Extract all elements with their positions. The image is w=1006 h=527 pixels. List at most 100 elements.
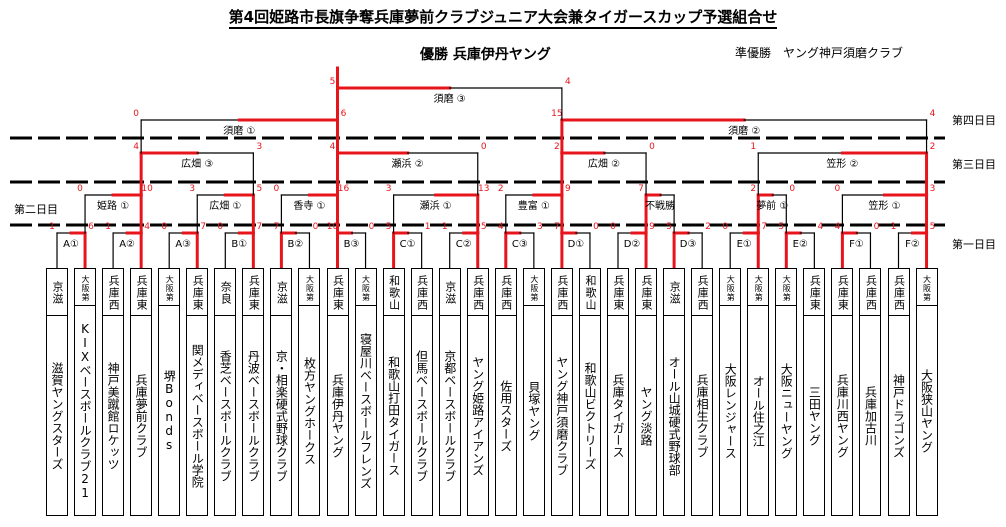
team-name: ヤング神戸須磨クラブ	[554, 356, 569, 476]
team-prefecture: 京滋	[47, 271, 67, 316]
team-entry: 和歌山和歌山ビクトリーズ	[578, 268, 601, 516]
day3-venue-label: 広畑 ③	[181, 157, 213, 170]
team-name: KIXベースボールクラブ21	[78, 322, 93, 500]
day2-game-score-b: 16	[338, 184, 350, 194]
team-name: 関メディベースボール学院	[190, 344, 205, 488]
day3-venue-label: 笠形 ②	[826, 157, 858, 170]
day4-game-score-b: 4	[930, 109, 936, 119]
team-entry: 兵庫東ヤング淡路	[635, 268, 658, 516]
day2-game-score-a: 0	[274, 184, 280, 194]
team-entry: 兵庫西佐用スターズ	[494, 268, 517, 516]
day1-game-label: D③	[680, 239, 697, 250]
final-game-score-a: 5	[330, 77, 336, 87]
day1-game-label: A①	[63, 239, 79, 250]
team-entry: 大阪第一大阪ニューヤング	[775, 268, 798, 516]
team-entry: 兵庫東兵庫タイガース	[607, 268, 629, 516]
day1-game-label: F②	[905, 239, 920, 250]
team-entry: 京滋滋賀ヤングスターズ	[46, 268, 68, 516]
team-name: 大阪レンジャース	[723, 363, 738, 459]
team-entry: 兵庫西ヤング神戸須磨クラブ	[550, 268, 573, 516]
team-entry: 兵庫西ヤング姫路アイアンズ	[466, 268, 489, 516]
team-entry: 大阪第一貝塚ヤング	[522, 268, 545, 516]
team-entry: 和歌山和歌山打田タイガース	[382, 268, 405, 516]
day1-game-score-b: 7	[256, 222, 262, 232]
team-prefecture: 兵庫西	[495, 271, 516, 316]
day2-venue-label: 不戦勝	[645, 199, 675, 212]
team-entry: 京滋京・相楽硬式野球クラブ	[270, 268, 293, 516]
team-entry: 大阪第二大阪レンジャース	[719, 268, 742, 516]
day1-game-score-b: 7	[761, 222, 767, 232]
day1-game-score-a: 0	[217, 222, 223, 232]
team-name: 和歌山打田タイガース	[386, 356, 401, 476]
final-venue-label: 須磨 ③	[434, 93, 466, 105]
team-prefecture: 兵庫西	[860, 271, 881, 316]
day2-game-score-a: 2	[750, 184, 756, 194]
team-entry: 大阪第二堺Bonds	[158, 268, 181, 516]
day1-game-score-b: 4	[817, 222, 823, 232]
day1-game-score-a: 1	[891, 222, 897, 232]
team-entry: 京滋京都ベースボールクラブ	[438, 268, 461, 516]
day1-game-score-b: 0	[874, 222, 880, 232]
page-title: 第4回姫路市長旗争奪兵庫夢前クラブジュニア大会兼タイガースカップ予選組合せ	[0, 6, 1006, 29]
team-name: 和歌山ビクトリーズ	[582, 362, 597, 470]
team-prefecture: 兵庫西	[467, 271, 488, 316]
day2-game-score-b: 13	[478, 184, 489, 194]
team-prefecture: 大阪第一	[75, 271, 96, 306]
day4-game-score-a: 15	[551, 109, 562, 119]
team-name: 三田ヤング	[807, 386, 822, 446]
day2-game-score-b: 5	[256, 184, 262, 194]
team-name: 兵庫相生クラブ	[695, 374, 710, 458]
day1-game-label: C③	[512, 239, 528, 250]
team-name: 大阪ニューヤング	[779, 363, 794, 459]
day1-game-score-a: 0	[161, 222, 167, 232]
day1-game-label: B②	[288, 239, 304, 250]
team-name: 兵庫夢前クラブ	[134, 374, 149, 458]
team-name: 丹波ベースボールクラブ	[246, 350, 261, 482]
day2-venue-label: 豊富 ①	[518, 199, 550, 212]
day1-game-score-b: 4	[144, 222, 150, 232]
day1-game-score-a: 0	[722, 222, 728, 232]
day2-game-score-b: 3	[930, 184, 936, 194]
day1-game-score-b: 5	[481, 222, 487, 232]
day1-game-score-b: 0	[369, 222, 375, 232]
day1-game-score-a: 5	[666, 222, 672, 232]
team-prefecture: 大阪第二	[748, 271, 769, 306]
team-name: 兵庫タイガース	[611, 374, 625, 458]
team-entry: 奈良香芝ベースボールクラブ	[214, 268, 237, 516]
team-name: 兵庫伊丹ヤング	[330, 374, 345, 458]
team-prefecture: 兵庫東	[327, 271, 348, 316]
day2-game-score-b: 0	[789, 184, 795, 194]
team-name: 兵庫川西ヤング	[835, 374, 850, 458]
day1-game-label: B①	[231, 239, 247, 250]
team-entry: 大阪第一大阪狭山ヤング	[915, 268, 938, 516]
team-name: 但馬ベースボールクラブ	[414, 350, 429, 482]
day3-game-score-a: 4	[133, 142, 139, 152]
day1-game-score-b: 2	[705, 222, 711, 232]
day1-game-score-a: 0	[610, 222, 616, 232]
day3-game-score-a: 1	[750, 142, 756, 152]
day2-venue-label: 笠形 ①	[868, 199, 900, 212]
team-name: 京・相楽硬式野球クラブ	[274, 350, 289, 482]
team-entry: 兵庫東関メディベースボール学院	[186, 268, 209, 516]
team-prefecture: 大阪第一	[523, 271, 544, 306]
team-name: オール山城硬式野球部	[667, 356, 682, 476]
day3-game-score-a: 2	[554, 142, 560, 152]
final-game-score-b: 4	[565, 77, 571, 87]
day2-game-score-b: 10	[141, 184, 153, 194]
day1-game-score-a: 4	[835, 222, 841, 232]
day3-game-score-b: 0	[649, 142, 655, 152]
team-prefecture: 兵庫西	[551, 271, 572, 316]
team-entry: 兵庫西兵庫加古川	[859, 268, 882, 516]
team-name: ヤング淡路	[639, 386, 654, 446]
runner-up-label: 準優勝 ヤング神戸須磨クラブ	[735, 46, 904, 60]
day1-game-label: E①	[737, 239, 752, 250]
team-entry: 兵庫東兵庫夢前クラブ	[130, 268, 153, 516]
team-name: 兵庫加古川	[863, 386, 878, 446]
day1-game-score-a: 1	[49, 222, 55, 232]
team-prefecture: 大阪第一	[355, 271, 376, 306]
day3-game-score-b: 2	[930, 142, 936, 152]
day4-game-score-a: 0	[133, 109, 139, 119]
day1-game-score-a: 1	[442, 222, 448, 232]
